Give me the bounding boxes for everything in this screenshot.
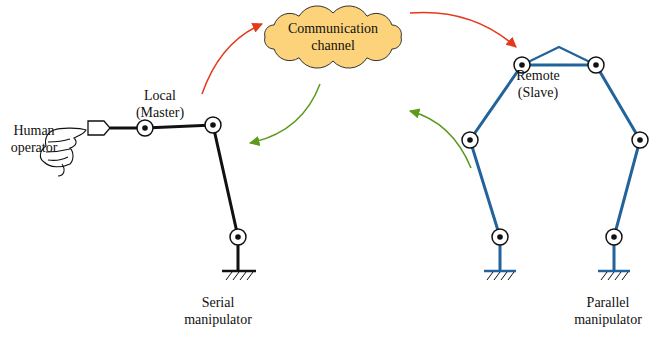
command-arrow (202, 24, 262, 94)
device-label: Serial manipulator (178, 294, 258, 328)
command-arrow (410, 12, 516, 47)
cloud-shape (265, 6, 402, 68)
parallel-manipulator (462, 47, 648, 280)
cloud-outline (255, 4, 411, 70)
cloud-text: Communication channel (281, 20, 385, 54)
device-label: Parallel manipulator (566, 294, 650, 328)
site-label: Remote (Slave) (507, 67, 569, 101)
feedback-arrow (250, 84, 320, 143)
site-label: Local (Master) (129, 87, 191, 121)
channel-cloud: Communication channel (255, 4, 411, 70)
serial-manipulator (88, 117, 256, 280)
actor-label: Human operator (3, 122, 65, 156)
